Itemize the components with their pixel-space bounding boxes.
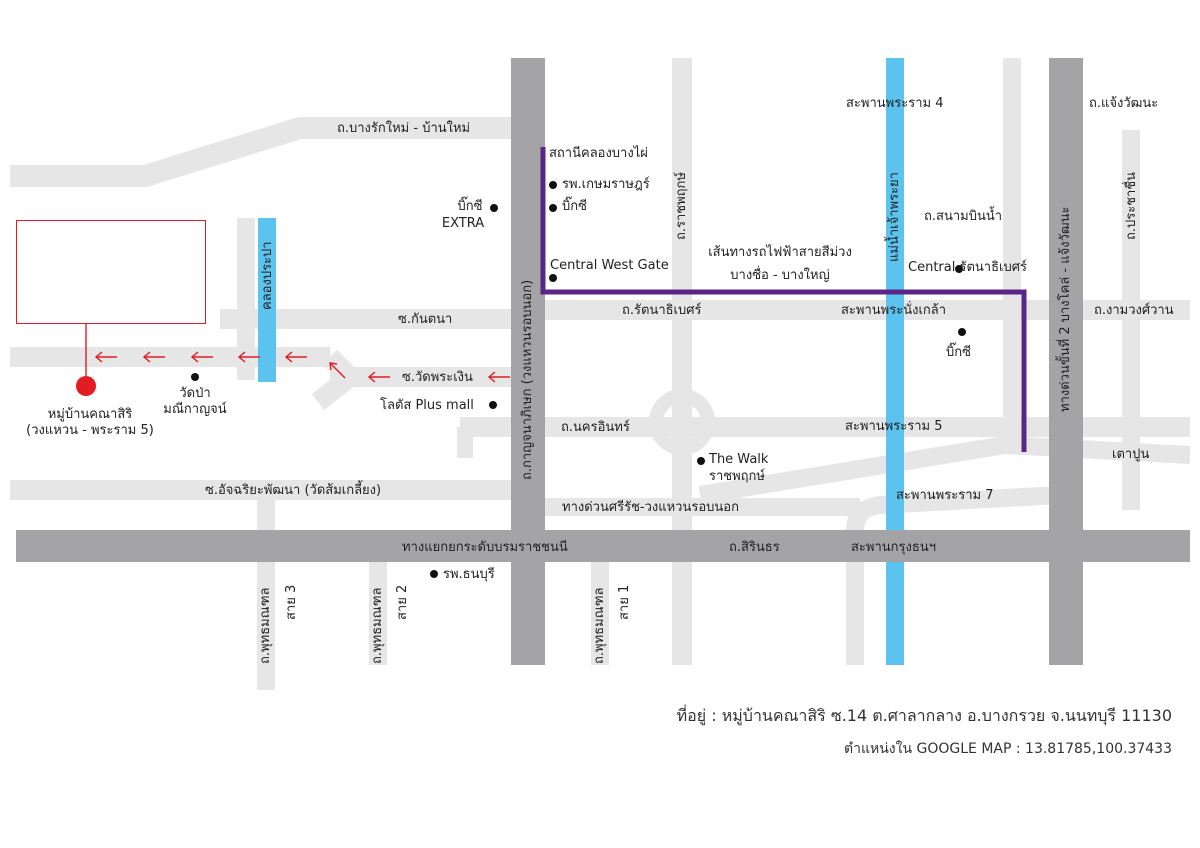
arrow-1 bbox=[94, 351, 117, 363]
arrow-8 bbox=[487, 371, 510, 383]
poi-dot-bigc-3 bbox=[958, 328, 966, 336]
label-expressway-2: ทางด่วนขั้นที่ 2 บางโคล่ - แจ้งวัฒนะ bbox=[1058, 206, 1073, 412]
roundabout bbox=[649, 389, 715, 455]
destination-frame bbox=[16, 220, 206, 324]
label-srirat-expressway: ทางด่วนศรีรัช-วงแหวนรอบนอก bbox=[562, 500, 739, 515]
poi-dot-watpa bbox=[191, 373, 199, 381]
label-central-rattanathibet: Central รัตนาธิเบศร์ bbox=[908, 260, 1027, 275]
label-station-khlongbangphai: สถานีคลองบางไผ่ bbox=[549, 146, 648, 161]
label-phutthamonthon-1a: ถ.พุทธมณฑล bbox=[592, 587, 607, 664]
label-bigc-extra-2: EXTRA bbox=[441, 216, 485, 231]
arrow-6 bbox=[329, 362, 346, 379]
label-phutthamonthon-3b: สาย 3 bbox=[284, 584, 299, 620]
label-soi-kanthana: ซ.กันตนา bbox=[398, 312, 453, 327]
label-khlong-prapa: คลองประปา bbox=[260, 241, 275, 310]
poi-dot-thewalk bbox=[697, 457, 705, 465]
label-taopoon: เตาปูน bbox=[1112, 447, 1150, 462]
label-borommaratchachonnani: ทางแยกยกระดับบรมราชชนนี bbox=[402, 540, 568, 555]
label-sanambinnam: ถ.สนามบินน้ำ bbox=[924, 209, 1003, 224]
arrow-3 bbox=[190, 351, 213, 363]
label-krungthon-bridge: สะพานกรุงธนฯ bbox=[851, 540, 936, 555]
label-lotus: โลตัส Plus mall bbox=[380, 398, 474, 413]
poi-dot-kasemrad bbox=[549, 181, 557, 189]
address-text: ที่อยู่ : หมู่บ้านคณาสิริ ซ.14 ต.ศาลากลา… bbox=[676, 706, 1172, 725]
label-nakhon-in: ถ.นครอินทร์ bbox=[561, 420, 630, 435]
label-kasemrad: รพ.เกษมราษฎร์ bbox=[562, 177, 650, 192]
label-chao-phraya: แม่น้ำเจ้าพระยา bbox=[887, 172, 902, 262]
label-phutthamonthon-3a: ถ.พุทธมณฑล bbox=[258, 587, 273, 664]
label-rama4-bridge: สะพานพระราม 4 bbox=[846, 96, 944, 111]
poi-dot-bigc-extra bbox=[490, 204, 498, 212]
label-rama7-bridge: สะพานพระราม 7 bbox=[896, 488, 994, 503]
label-wat-pa-1: วัดป่า bbox=[179, 386, 211, 401]
chao-phraya-river bbox=[886, 58, 904, 665]
label-central-westgate: Central West Gate bbox=[550, 258, 669, 273]
label-thewalk-1: The Walk bbox=[709, 452, 769, 467]
label-destination-2: (วงแหวน - พระราม 5) bbox=[26, 423, 154, 438]
label-ratchaphruek-rd: ถ.ราชพฤกษ์ bbox=[674, 172, 689, 240]
label-wat-pa-2: มณีกาญจน์ bbox=[163, 402, 227, 417]
arrow-2 bbox=[142, 351, 165, 363]
label-kanchanaphisek: ถ.กาญจนาภิเษก (วงแหวนรอบนอก) bbox=[520, 279, 535, 480]
label-rattanathibet-rd: ถ.รัตนาธิเบศร์ bbox=[622, 303, 702, 318]
label-ngamwongwan: ถ.งามวงศ์วาน bbox=[1094, 303, 1174, 318]
destination-marker-icon bbox=[76, 376, 96, 396]
label-thewalk-2: ราชพฤกษ์ bbox=[709, 469, 765, 484]
poi-dot-lotus bbox=[489, 401, 497, 409]
google-map-coordinates: ตำแหน่งใน GOOGLE MAP : 13.81785,100.3743… bbox=[844, 741, 1172, 757]
poi-dot-central-rattanathibet bbox=[955, 265, 963, 273]
label-phutthamonthon-2a: ถ.พุทธมณฑล bbox=[370, 587, 385, 664]
purple-line-route bbox=[540, 147, 1027, 452]
label-prachachuen: ถ.ประชาชื่น bbox=[1124, 171, 1139, 240]
arrow-7 bbox=[367, 371, 390, 383]
route-arrows bbox=[85, 324, 510, 383]
label-nonthaburi-bridge: สะพานพระนั่งเกล้า bbox=[841, 303, 947, 318]
road-spur bbox=[311, 369, 357, 410]
label-bangrak: ถ.บางรักใหม่ - บ้านใหม่ bbox=[337, 121, 471, 136]
label-thonburi-hospital: รพ.ธนบุรี bbox=[443, 567, 495, 582]
label-bigc-3: บิ๊กซี bbox=[946, 345, 971, 360]
label-purple-line-2: บางซื่อ - บางใหญ่ bbox=[730, 268, 830, 283]
poi-dot-thonburi-hospital bbox=[430, 570, 438, 578]
label-bigc-extra-1: บิ๊กซี bbox=[457, 199, 483, 214]
road-curve-rama7 bbox=[846, 486, 1061, 665]
label-sirinthon: ถ.สิรินธร bbox=[729, 540, 780, 555]
arrow-4 bbox=[237, 351, 260, 363]
arrow-5 bbox=[284, 351, 307, 363]
poi-dot-central-westgate bbox=[549, 274, 557, 282]
road-bangrak bbox=[10, 117, 520, 187]
poi-dot-bigc-2 bbox=[549, 204, 557, 212]
label-soi-watphrangern: ซ.วัดพระเงิน bbox=[402, 370, 473, 385]
label-chaengwattana: ถ.แจ้งวัฒนะ bbox=[1089, 96, 1159, 111]
khlong-prapa bbox=[258, 218, 276, 382]
label-bigc-2: บิ๊กซี bbox=[562, 199, 587, 214]
label-purple-line-1: เส้นทางรถไฟฟ้าสายสีม่วง bbox=[708, 245, 852, 260]
label-destination-1: หมู่บ้านคณาสิริ bbox=[47, 407, 133, 422]
label-rama5-bridge: สะพานพระราม 5 bbox=[845, 419, 943, 434]
label-soi-atchariya: ซ.อัจฉริยะพัฒนา (วัดส้มเกลี้ยง) bbox=[205, 483, 382, 498]
label-phutthamonthon-2b: สาย 2 bbox=[395, 584, 410, 620]
label-phutthamonthon-1b: สาย 1 bbox=[617, 584, 632, 620]
